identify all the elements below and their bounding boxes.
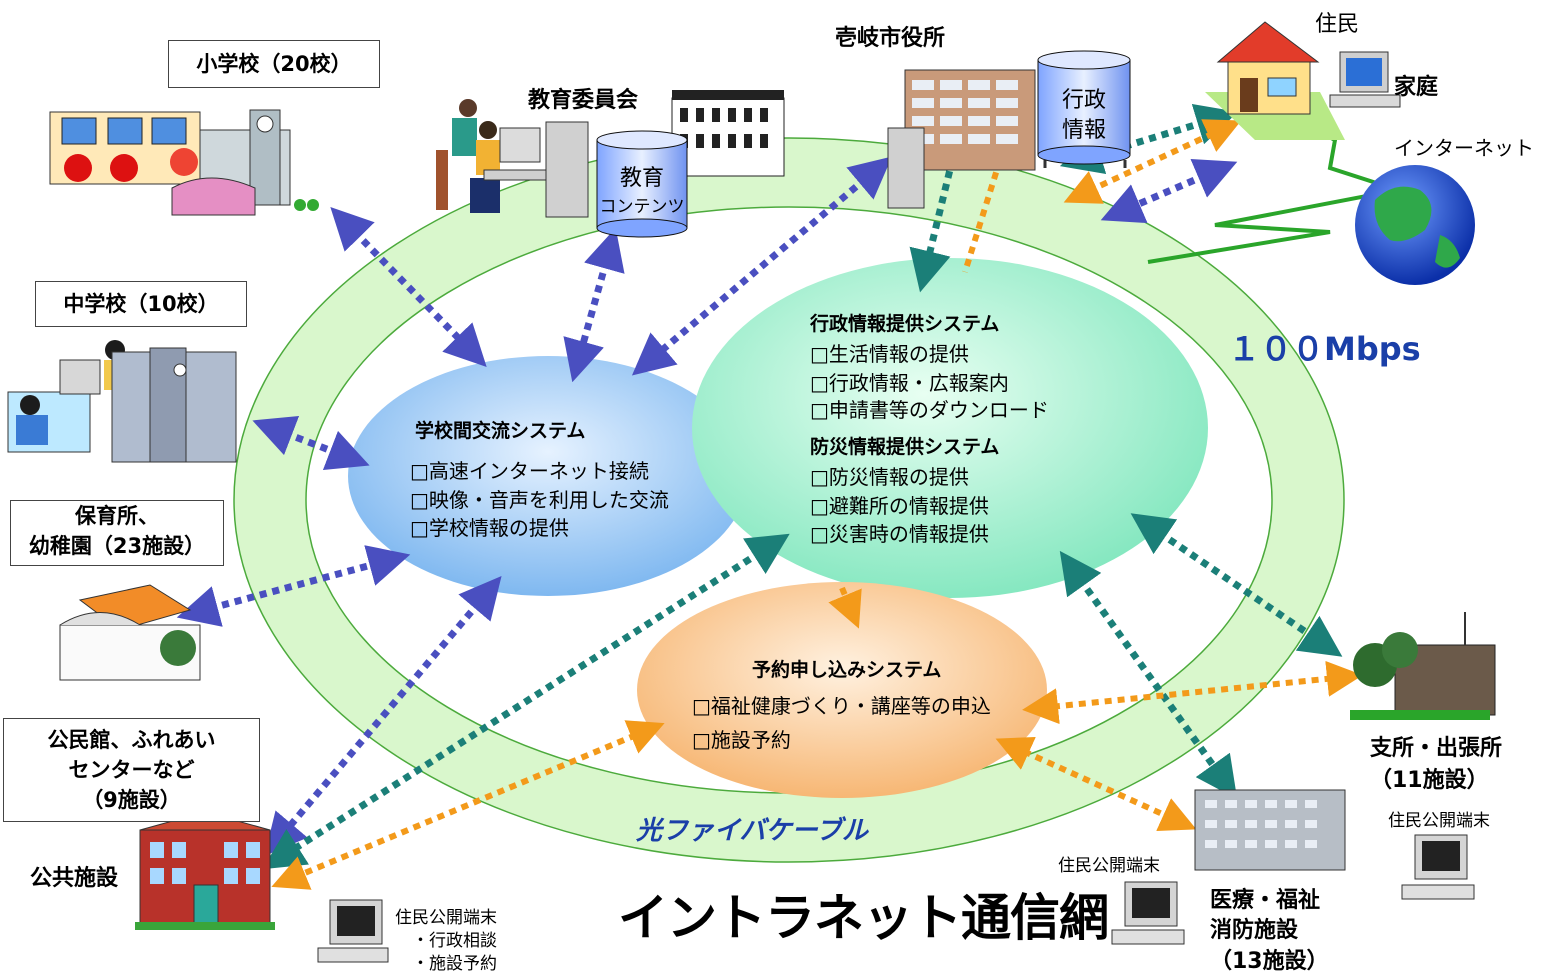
junior-high-label: 中学校（10校） [63, 292, 219, 316]
admin-database-icon [1037, 50, 1131, 168]
bottom-terminal-line1: 住民公開端末 [395, 908, 497, 928]
school-exchange-item: □高速インターネット接続 [410, 459, 649, 483]
nursery-box: 保育所、 幼稚園（23施設） [10, 500, 224, 566]
admin-db-line2: 情報 [1061, 118, 1106, 143]
computer-icon [1111, 881, 1185, 945]
computer-icon [317, 899, 389, 963]
speed-label: １００Mbps [1228, 330, 1421, 368]
education-db-label: 教育 コンテンツ [597, 160, 687, 217]
home-illustration [1205, 21, 1401, 140]
fiber-cable-label: 光ファイバケーブル [636, 816, 868, 846]
admin-db-line1: 行政 [1061, 88, 1106, 113]
medical-label-line2: 消防施設 [1210, 918, 1299, 943]
admin-info-title: 行政情報提供システム [810, 313, 1000, 335]
medical-terminal-label: 住民公開端末 [1058, 856, 1160, 876]
admin-info-item: □生活情報の提供 [810, 342, 969, 366]
nursery-label-line2: 幼稚園（23施設） [28, 534, 206, 558]
community-label-line2: センターなど [68, 758, 195, 782]
education-database-icon [596, 130, 688, 238]
reservation-item: □福祉健康づくり・講座等の申込 [692, 694, 991, 718]
public-facility-label: 公共施設 [30, 866, 119, 891]
nursery-label-line1: 保育所、 [75, 504, 159, 528]
reservation-item: □施設予約 [692, 728, 791, 752]
home-label: 家庭 [1394, 75, 1439, 100]
education-db-line1: 教育 [619, 166, 664, 191]
medical-facility-illustration [1194, 789, 1346, 871]
reservation-title: 予約申し込みシステム [752, 659, 942, 681]
branch-terminal-label: 住民公開端末 [1388, 811, 1490, 831]
orange-arrows [271, 119, 1363, 890]
elementary-school-box: 小学校（20校） [168, 40, 380, 88]
school-exchange-item: □学校情報の提供 [410, 516, 569, 540]
elementary-school-label: 小学校（20校） [196, 52, 352, 76]
admin-info-item: □申請書等のダウンロード [810, 398, 1049, 422]
board-of-education-label: 教育委員会 [528, 88, 639, 113]
education-db-line2: コンテンツ [599, 197, 685, 217]
community-center-box: 公民館、ふれあい センターなど （9施設） [3, 718, 260, 822]
bottom-terminal-line2: ・行政相談 [412, 931, 497, 951]
city-hall-illustration [887, 69, 1036, 209]
medical-label-line1: 医療・福祉 [1210, 888, 1321, 913]
city-hall-label: 壱岐市役所 [835, 26, 946, 51]
globe-icon [1355, 165, 1475, 285]
junior-high-illustration [7, 340, 237, 463]
admin-db-label: 行政 情報 [1038, 86, 1130, 146]
school-exchange-title: 学校間交流システム [415, 420, 586, 442]
network-title: イントラネット通信網 [618, 889, 1109, 947]
computer-icon [1401, 834, 1475, 900]
bottom-terminal-line3: ・施設予約 [412, 954, 497, 974]
school-exchange-item: □映像・音声を利用した交流 [410, 488, 669, 512]
branch-label-line2: （11施設） [1370, 768, 1489, 793]
community-label-line3: （9施設） [82, 788, 181, 812]
public-facility-illustration [135, 811, 275, 930]
disaster-info-title: 防災情報提供システム [810, 436, 1000, 458]
board-of-education-illustration [436, 90, 785, 218]
elementary-school-illustration [49, 109, 319, 216]
medical-label-line3: （13施設） [1210, 949, 1329, 974]
disaster-info-item: □避難所の情報提供 [810, 494, 989, 518]
community-label-line1: 公民館、ふれあい [47, 728, 216, 752]
nursery-illustration [59, 584, 201, 681]
residents-label: 住民 [1315, 12, 1360, 37]
disaster-info-item: □防災情報の提供 [810, 465, 969, 489]
branch-office-illustration [1350, 612, 1496, 720]
internet-label: インターネット [1394, 136, 1534, 160]
junior-high-box: 中学校（10校） [35, 281, 247, 327]
disaster-info-item: □災害時の情報提供 [810, 522, 989, 546]
admin-info-item: □行政情報・広報案内 [810, 371, 1009, 395]
branch-label-line1: 支所・出張所 [1370, 736, 1503, 761]
